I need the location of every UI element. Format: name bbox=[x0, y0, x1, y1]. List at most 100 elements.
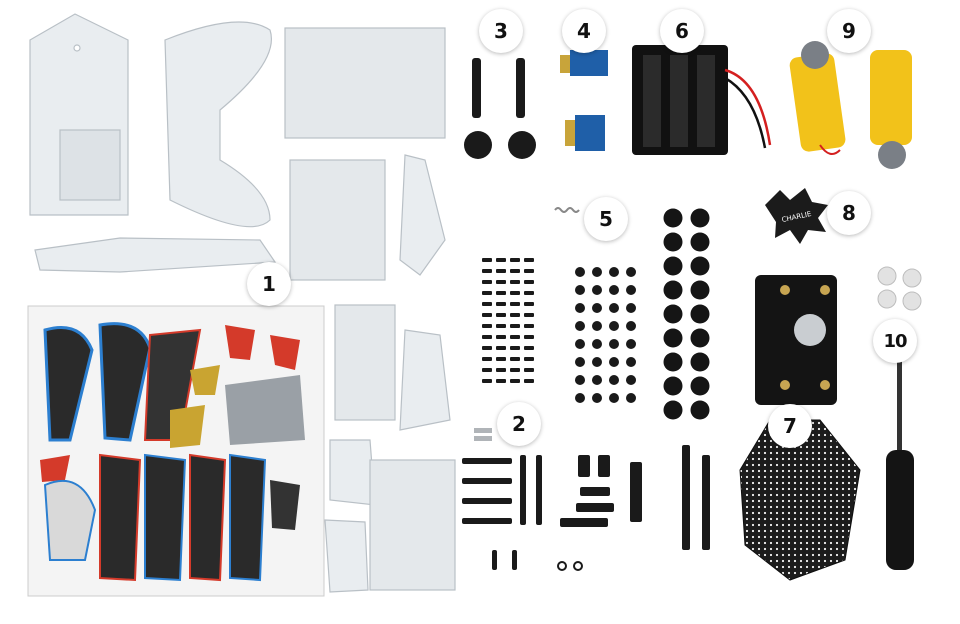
controller-board bbox=[739, 275, 861, 581]
screw bbox=[510, 269, 520, 273]
label-4: 4 bbox=[562, 9, 606, 53]
acrylic-panel-stack-mid bbox=[289, 159, 386, 281]
name-badge: CHARLIE bbox=[765, 188, 828, 244]
nut bbox=[609, 267, 619, 277]
battery-holder bbox=[632, 45, 772, 155]
nut bbox=[592, 393, 602, 403]
nut bbox=[609, 321, 619, 331]
motor-left bbox=[789, 53, 846, 152]
screwdriver bbox=[886, 355, 914, 570]
nut bbox=[575, 375, 585, 385]
rf-transmitter bbox=[570, 50, 608, 76]
acrylic-panel-small-e bbox=[324, 519, 369, 593]
acrylic-panel-wing bbox=[399, 154, 446, 276]
label-6: 6 bbox=[660, 9, 704, 53]
rubber-foot bbox=[690, 280, 710, 300]
sticker-sheet bbox=[27, 305, 325, 597]
battery-wire-black bbox=[724, 76, 767, 149]
acrylic-panel-curved bbox=[164, 21, 272, 228]
screw bbox=[496, 291, 506, 295]
gear-motors bbox=[789, 41, 912, 169]
screw bbox=[524, 291, 534, 295]
screw bbox=[510, 258, 520, 262]
battery-wire-red bbox=[724, 68, 772, 146]
screw bbox=[510, 302, 520, 306]
nut bbox=[575, 393, 585, 403]
screw bbox=[510, 291, 520, 295]
nut bbox=[592, 375, 602, 385]
hub bbox=[464, 131, 492, 159]
rubber-foot bbox=[690, 376, 710, 396]
standoffs bbox=[462, 428, 710, 571]
screw bbox=[524, 258, 534, 262]
nut bbox=[609, 285, 619, 295]
label-5: 5 bbox=[584, 197, 628, 241]
screw bbox=[524, 335, 534, 339]
acrylic-panel-long bbox=[34, 237, 277, 273]
rubber-foot bbox=[663, 328, 683, 348]
screw bbox=[496, 302, 506, 306]
screw bbox=[524, 368, 534, 372]
acrylic-panel-small-a bbox=[334, 304, 396, 421]
label-3: 3 bbox=[479, 9, 523, 53]
nut bbox=[626, 339, 636, 349]
screwdriver-handle bbox=[886, 450, 914, 570]
coin-cell-holder bbox=[794, 314, 826, 346]
nut bbox=[626, 267, 636, 277]
nut bbox=[626, 285, 636, 295]
badge-shape bbox=[765, 188, 828, 244]
nut bbox=[575, 303, 585, 313]
acrylic-slot bbox=[73, 44, 81, 52]
nut bbox=[609, 357, 619, 367]
nut bbox=[575, 285, 585, 295]
screw bbox=[496, 324, 506, 328]
rubber-foot bbox=[663, 352, 683, 372]
nut bbox=[575, 321, 585, 331]
screw bbox=[510, 346, 520, 350]
screw bbox=[510, 324, 520, 328]
acrylic-panel-small-d bbox=[369, 459, 456, 591]
screw bbox=[482, 280, 492, 284]
screws-grid bbox=[482, 258, 534, 383]
hub bbox=[508, 131, 536, 159]
screw bbox=[524, 269, 534, 273]
label-10: 10 bbox=[873, 319, 917, 363]
screw bbox=[482, 258, 492, 262]
screw bbox=[510, 313, 520, 317]
rubber-foot bbox=[690, 328, 710, 348]
rubber-foot bbox=[690, 232, 710, 252]
screw bbox=[510, 368, 520, 372]
screw bbox=[524, 357, 534, 361]
rubber-foot bbox=[690, 400, 710, 420]
screw bbox=[496, 357, 506, 361]
motor-right bbox=[870, 50, 912, 145]
screw bbox=[482, 302, 492, 306]
rubber-foot bbox=[663, 304, 683, 324]
nut bbox=[626, 303, 636, 313]
axles-and-hubs bbox=[464, 58, 536, 159]
label-2: 2 bbox=[497, 402, 541, 446]
rubber-foot bbox=[690, 304, 710, 324]
rubber-feet bbox=[663, 208, 710, 420]
label-8: 8 bbox=[827, 191, 871, 235]
nut bbox=[626, 321, 636, 331]
screw bbox=[482, 368, 492, 372]
nut bbox=[626, 375, 636, 385]
rubber-foot bbox=[690, 208, 710, 228]
screw bbox=[510, 357, 520, 361]
rubber-foot bbox=[690, 352, 710, 372]
rubber-foot bbox=[663, 256, 683, 276]
nut bbox=[592, 339, 602, 349]
acrylic-panel-stack-top bbox=[284, 27, 446, 139]
label-1: 1 bbox=[247, 262, 291, 306]
pcb-top bbox=[755, 275, 837, 405]
acrylic-panels bbox=[29, 13, 456, 593]
screw bbox=[482, 346, 492, 350]
nut bbox=[575, 267, 585, 277]
screw bbox=[496, 269, 506, 273]
nut bbox=[592, 285, 602, 295]
screw bbox=[496, 346, 506, 350]
nut bbox=[609, 303, 619, 313]
rf-receiver bbox=[575, 115, 605, 151]
